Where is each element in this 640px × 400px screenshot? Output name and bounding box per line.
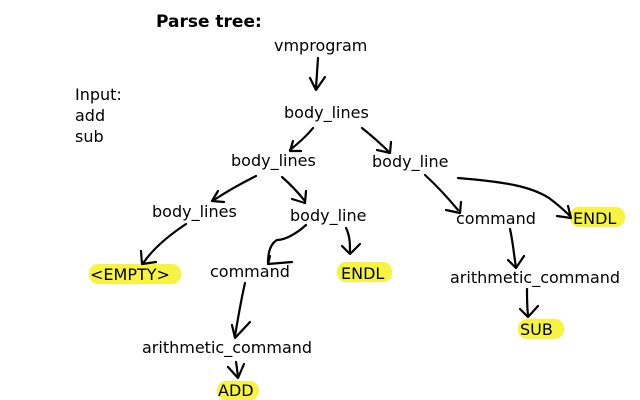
edge-mid-to-body-line xyxy=(280,175,308,205)
node-body-line-mid: body_line xyxy=(290,206,367,225)
input-heading: Input: xyxy=(75,85,122,104)
node-empty: <EMPTY> xyxy=(90,265,170,284)
highlight-add xyxy=(217,381,259,400)
highlight-sub xyxy=(518,319,564,339)
edge-body-line-to-command xyxy=(266,223,308,266)
input-line-sub: sub xyxy=(75,127,104,146)
edge-low-to-empty xyxy=(139,222,188,266)
edge-arith-left-to-add xyxy=(226,360,246,380)
node-arith-left: arithmetic_command xyxy=(142,338,313,357)
edge-body-line-to-endl xyxy=(340,226,362,256)
edge-arith-right-to-sub xyxy=(518,287,540,319)
node-body-lines-mid: body_lines xyxy=(231,151,316,170)
node-add: ADD xyxy=(218,381,254,400)
page-title: Parse tree: xyxy=(156,12,262,32)
highlight-empty xyxy=(89,264,181,284)
edge-body-lines-right xyxy=(360,126,393,155)
node-command-left: command xyxy=(210,262,290,281)
input-block: Input: add sub xyxy=(75,84,122,147)
edge-mid-to-low xyxy=(210,174,258,204)
node-body-lines-low: body_lines xyxy=(152,202,237,221)
edge-body-line-right-to-command xyxy=(423,173,463,215)
node-sub: SUB xyxy=(520,320,553,339)
highlight-endl-right xyxy=(570,207,625,227)
node-endl-right: ENDL xyxy=(573,209,617,228)
highlight-endl-mid xyxy=(337,262,392,282)
input-line-add: add xyxy=(75,106,106,125)
node-endl-mid: ENDL xyxy=(341,264,385,283)
edge-command-left-to-arith xyxy=(230,281,252,340)
edge-body-lines-left xyxy=(288,126,315,153)
edge-vmprogram-body-lines xyxy=(308,56,327,92)
node-vmprogram: vmprogram xyxy=(274,36,368,55)
edge-body-line-right-to-endl xyxy=(456,176,573,220)
node-body-line-right: body_line xyxy=(372,152,449,171)
node-body-lines-top: body_lines xyxy=(284,103,369,122)
node-arith-right: arithmetic_command xyxy=(450,268,621,287)
node-command-right: command xyxy=(456,209,536,228)
edge-command-right-to-arith xyxy=(506,227,526,270)
